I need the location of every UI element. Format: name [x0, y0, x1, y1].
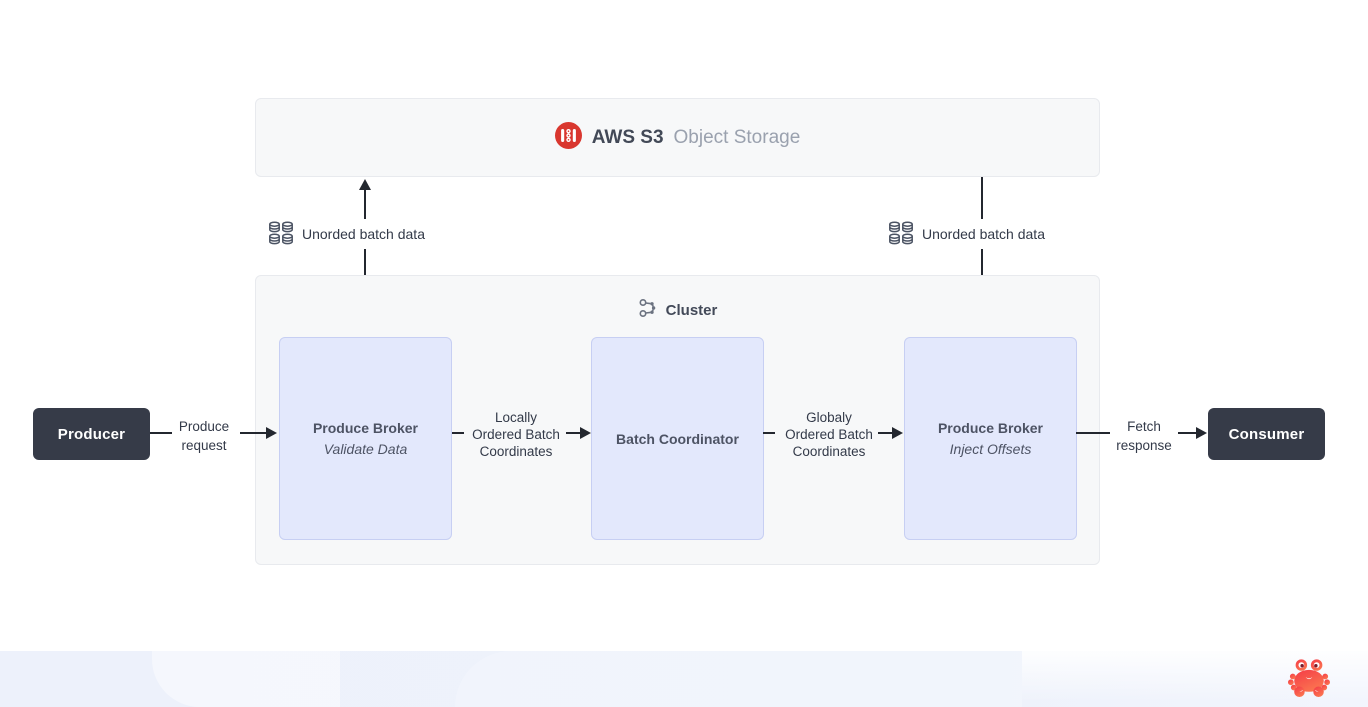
node-producer: Producer [33, 408, 150, 460]
s3-subtitle: Object Storage [673, 126, 801, 148]
arrow-up-line [364, 189, 366, 337]
node-subtitle: Inject Offsets [949, 441, 1032, 457]
edge-line [452, 432, 464, 434]
unorded-batch-label-left: Unorded batch data [264, 219, 429, 249]
node-consumer: Consumer [1208, 408, 1325, 460]
edge-arrow-head [266, 427, 277, 439]
database-grid-icon [888, 220, 914, 248]
cluster-title-text: Cluster [665, 301, 718, 319]
crab-mascot-icon [1286, 656, 1332, 698]
node-produce-broker-validate: Produce Broker Validate Data [279, 337, 452, 540]
edge-line [566, 432, 580, 434]
edge-label-fetch-response: Fetch response [1116, 419, 1172, 453]
node-produce-broker-inject: Produce Broker Inject Offsets [904, 337, 1077, 540]
node-label: Producer [57, 425, 126, 443]
edge-arrow-head [892, 427, 903, 439]
footer-band-shape [455, 651, 1022, 707]
s3-title: AWS S3 [591, 126, 664, 148]
node-title: Produce Broker [937, 420, 1044, 436]
edge-label-produce-request: Produce request [178, 419, 230, 453]
edge-label-locally-ordered: Locally Ordered Batch Coordinates [472, 410, 560, 459]
edge-line [1076, 432, 1110, 434]
node-title: Produce Broker [312, 420, 419, 436]
unorded-batch-text: Unorded batch data [922, 226, 1045, 242]
edge-line [240, 432, 268, 434]
cluster-title: Cluster [256, 298, 1099, 322]
edge-line [150, 432, 172, 434]
edge-line [1178, 432, 1196, 434]
edge-label-globaly-ordered: Globaly Ordered Batch Coordinates [785, 410, 873, 459]
node-title: Batch Coordinator [616, 430, 739, 447]
footer-band-shape [152, 651, 340, 707]
footer-band [0, 651, 1368, 707]
unorded-batch-text: Unorded batch data [302, 226, 425, 242]
edge-line [763, 432, 775, 434]
unorded-batch-label-right: Unorded batch data [884, 219, 1049, 249]
edge-arrow-head [580, 427, 591, 439]
node-label: Consumer [1228, 425, 1305, 443]
node-batch-coordinator: Batch Coordinator [591, 337, 764, 540]
s3-bucket-icon [554, 121, 582, 154]
arrow-down-line [981, 177, 983, 327]
arrow-up-head [359, 179, 371, 190]
cluster-topology-icon [638, 298, 658, 322]
database-grid-icon [268, 220, 294, 248]
s3-storage-panel: AWS S3 Object Storage [255, 98, 1100, 177]
edge-arrow-head [1196, 427, 1207, 439]
edge-line [878, 432, 892, 434]
node-subtitle: Validate Data [323, 441, 408, 457]
